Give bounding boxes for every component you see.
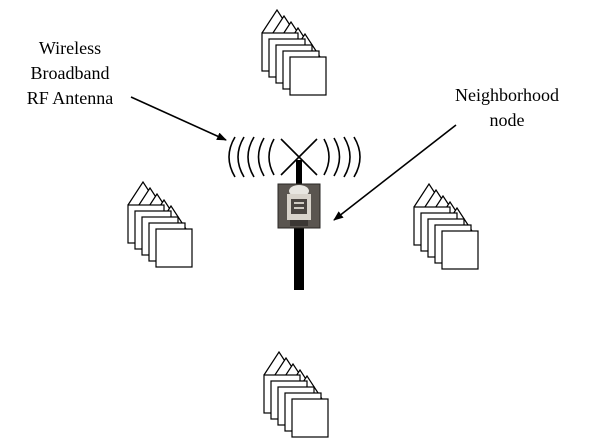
wireless-broadband-rf-antenna-label: Wireless Broadband RF Antenna — [8, 36, 132, 111]
house-stack-icon — [127, 181, 193, 268]
label-line: Neighborhood — [455, 85, 559, 105]
label-line: Broadband — [30, 63, 110, 83]
house-stack-icon — [413, 183, 479, 270]
antenna-mast — [296, 160, 302, 186]
rf-antenna-icon — [228, 136, 361, 178]
house-stack-icon — [261, 9, 327, 96]
neighborhood-node-icon — [277, 183, 321, 229]
neighborhood-node-label: Neighborhood node — [432, 83, 582, 133]
node-pointer-arrow — [333, 124, 457, 221]
label-line: RF Antenna — [26, 88, 114, 108]
label-line: node — [489, 110, 525, 130]
antenna-pole — [294, 228, 304, 290]
label-line: Wireless — [38, 38, 102, 58]
antenna-pointer-arrow — [130, 96, 227, 141]
house-stack-icon — [263, 351, 329, 438]
